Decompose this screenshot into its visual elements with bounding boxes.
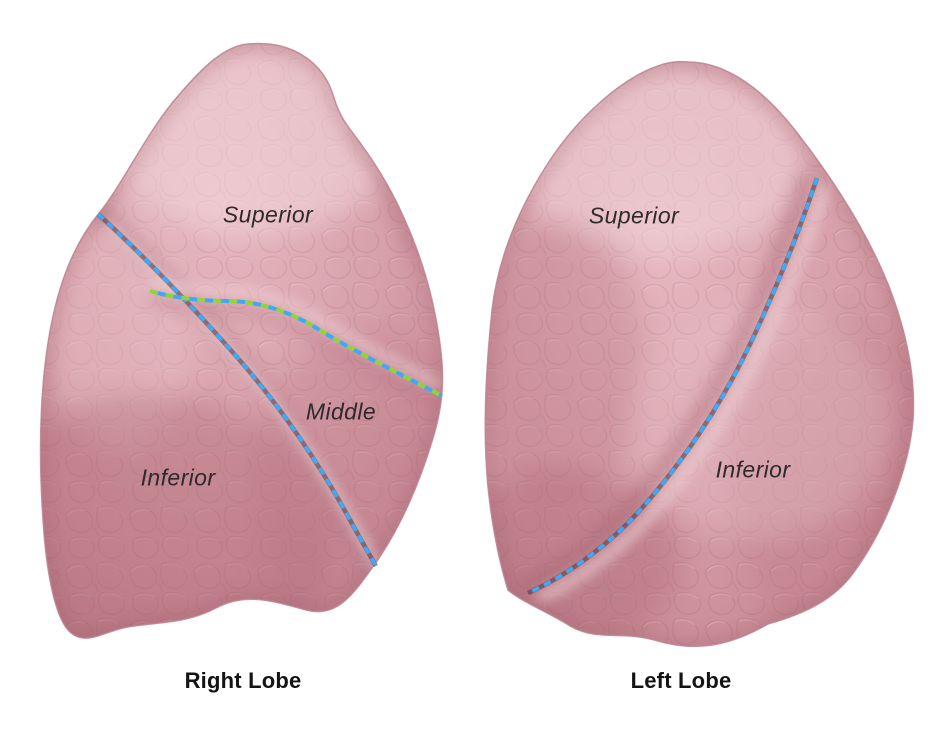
left-lung-superior-label: Superior: [588, 202, 680, 229]
right-lung-superior-label: Superior: [222, 201, 314, 228]
left-lung-inferior-label: Inferior: [715, 456, 791, 483]
right-lung-shape: [39, 42, 444, 639]
right-lobe-caption: Right Lobe: [184, 668, 302, 693]
right-lung-inferior-label: Inferior: [140, 464, 216, 491]
left-lung-shape: [484, 60, 915, 648]
left-lobe-caption: Left Lobe: [630, 668, 732, 693]
right-lung-middle-label: Middle: [305, 398, 377, 425]
